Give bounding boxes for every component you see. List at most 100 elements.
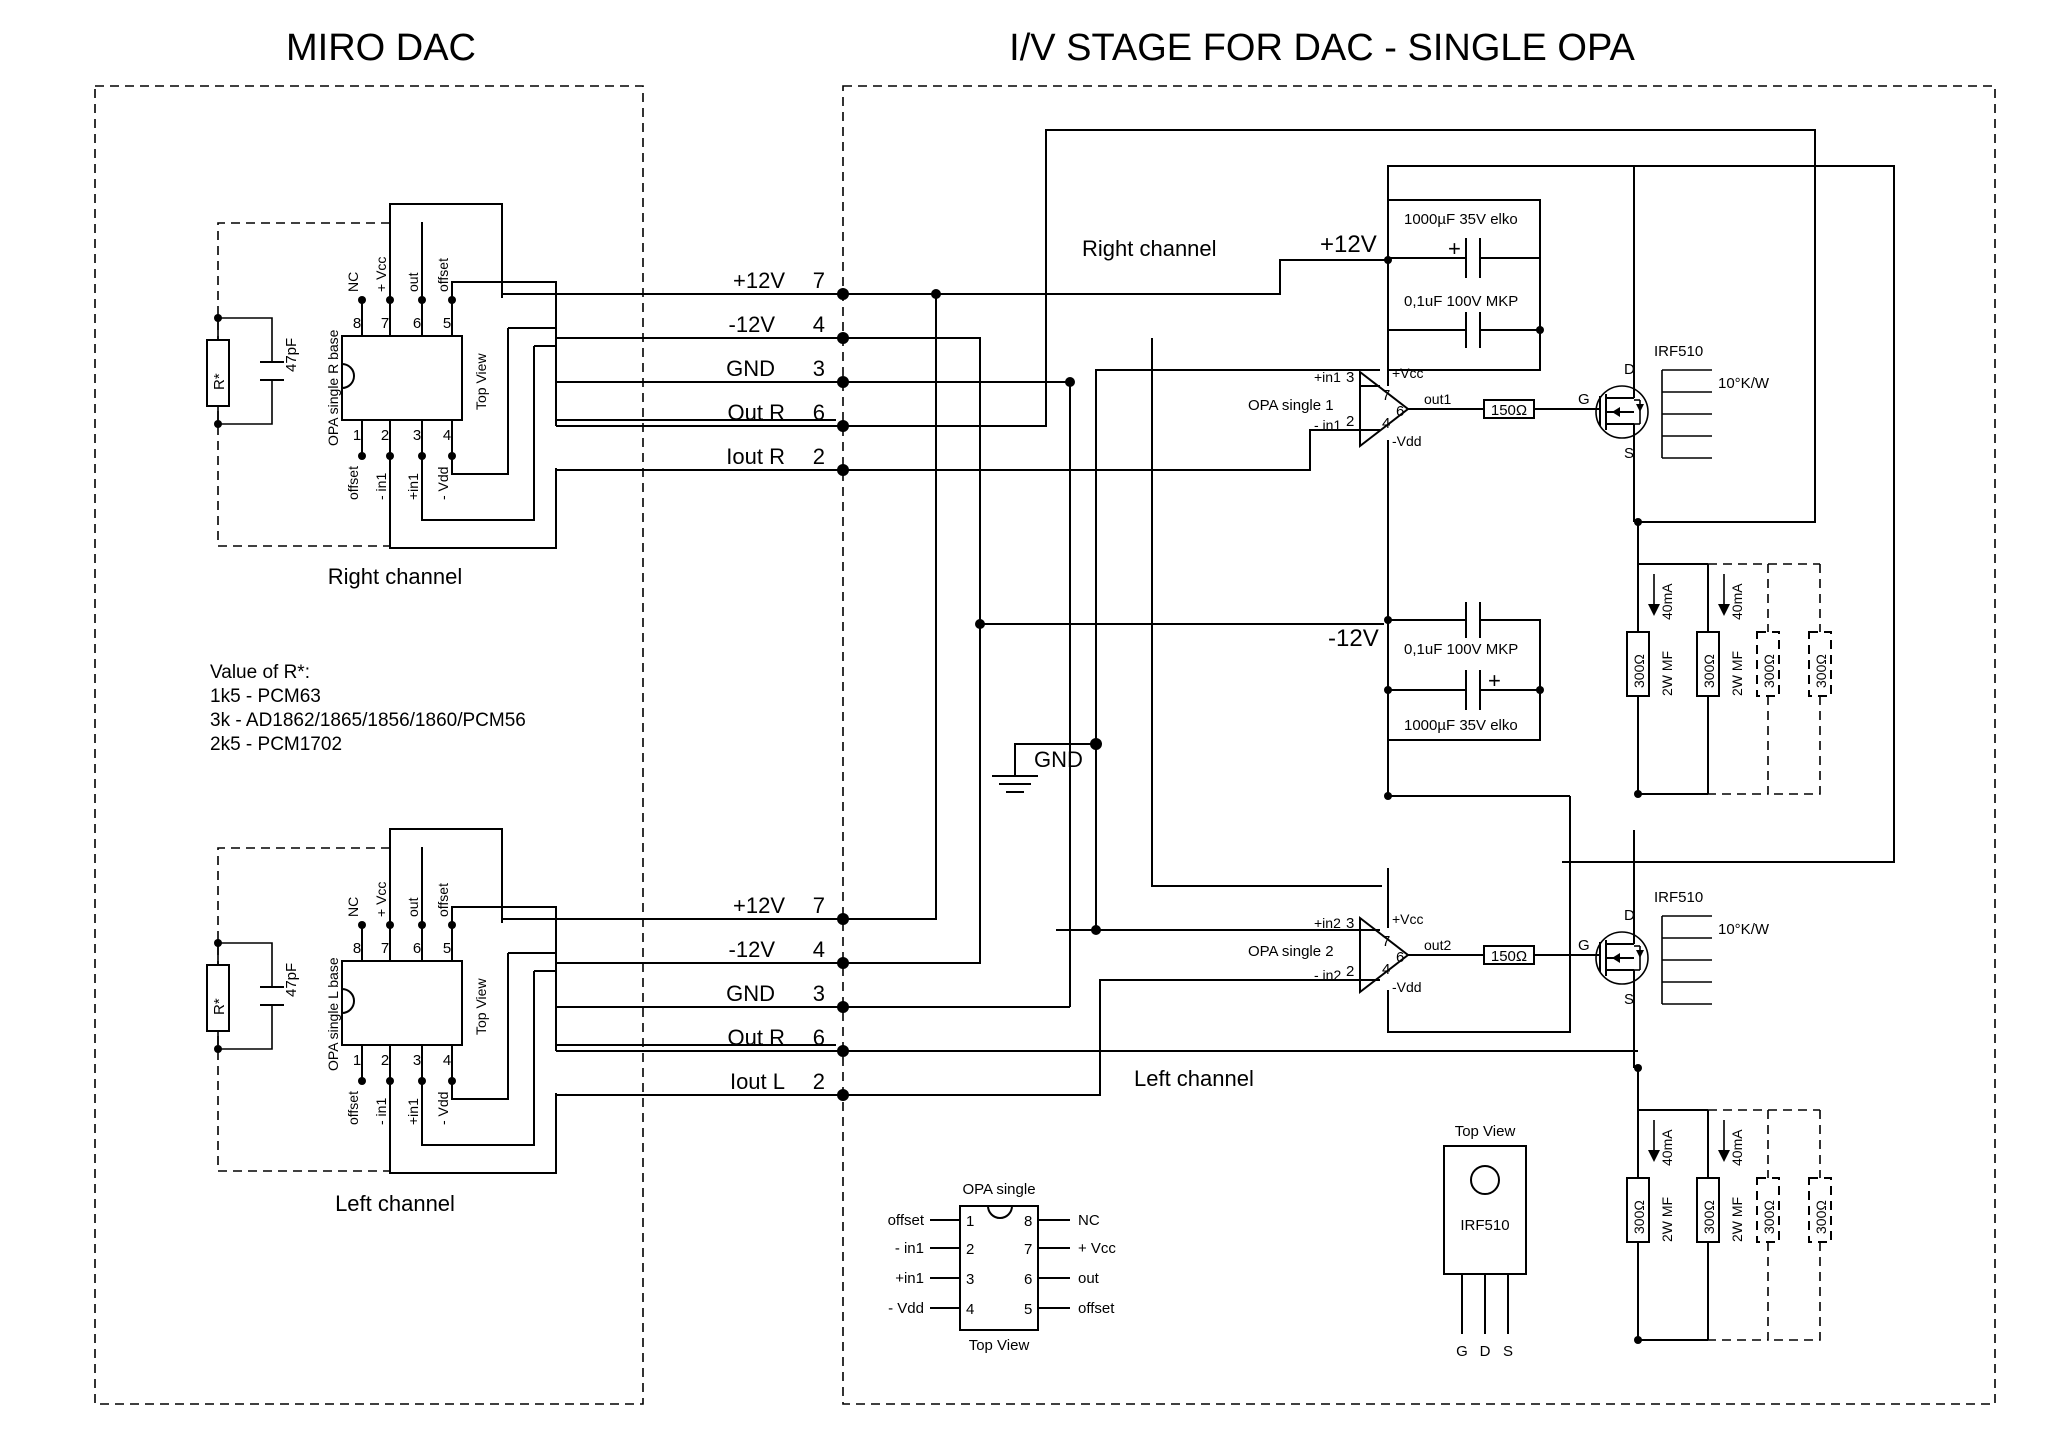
pin-label-offset-1: offset [345,466,361,500]
net-ioutr: Iout R [726,444,785,469]
pin-label-out-l: out [405,897,421,917]
load-ma-1-r: 40mA [1659,583,1675,620]
bus-wiring: GND [843,129,1816,1096]
elko-plus-bottom: + [1488,668,1501,693]
svg-text:8: 8 [353,940,361,957]
pin-s-l: S [1624,991,1634,1008]
pin-label-in-plus-l: +in1 [405,1098,421,1125]
svg-text:1: 1 [353,1052,361,1069]
opa-single-2: 3 7 6 2 4 +in2 - in2 +Vcc -Vdd out2 OPA … [1248,911,1484,995]
minus12-label-iv: -12V [1328,625,1379,652]
opa2-vdd: -Vdd [1392,979,1422,995]
irf510-package-legend: Top View IRF510 G D S [1443,1123,1527,1360]
net-ioutl: Iout L [730,1069,785,1094]
connector-left-labels: +12V 7 -12V 4 GND 3 Out R 6 Iout L 2 [726,893,825,1094]
pin-label-vdd: - Vdd [435,467,451,500]
dac-socket-left-labels: OPA single L base Top View NC + Vcc out … [211,882,489,1216]
r-note-line-1: 1k5 - PCM63 [210,686,321,707]
r-note-line-2: 3k - AD1862/1865/1856/1860/PCM56 [210,710,526,731]
legend-opa-l3: +in1 [895,1270,924,1287]
iv-right-channel-label: Right channel [1082,236,1217,261]
legend-opa-p2: 2 [966,1241,974,1258]
legend-opa-p1: 1 [966,1213,974,1230]
load-r-4-r: 300Ω [1813,654,1829,688]
opa2-pin-4: 4 [1382,961,1390,978]
opa1-name: OPA single 1 [1248,397,1334,414]
pin-label-offset: offset [435,258,451,292]
opa1-pin-2: 2 [1346,413,1354,430]
pin-label-vcc: + Vcc [373,257,389,292]
supply-decoupling: + 1000µF 35V elko 0,1uF 100V MKP +12V + … [1320,165,1895,1033]
pin-4-r: 4 [813,312,825,337]
iv-stage-title: I/V STAGE FOR DAC - SINGLE OPA [1009,27,1635,69]
svg-text:7: 7 [381,315,389,332]
legend-opa-l2: - in1 [895,1240,924,1257]
svg-text:2: 2 [381,427,389,444]
opa2-in-plus: +in2 [1314,915,1341,931]
left-channel-caption: Left channel [335,1191,455,1216]
legend-opa-r7: + Vcc [1078,1240,1116,1257]
cap-47pf-label: 47pF [283,338,300,372]
load-r-2-r: 300Ω [1701,654,1717,688]
net-outr-r: Out R [728,400,785,425]
legend-opa-l1: offset [888,1212,925,1229]
legend-opa-p3: 3 [966,1271,974,1288]
pin-label-nc: NC [345,272,361,292]
svg-text:1: 1 [353,427,361,444]
load-ma-2-r: 40mA [1729,583,1745,620]
pin-label-out: out [405,272,421,292]
opa1-pin-4: 4 [1382,415,1390,432]
svg-text:7: 7 [381,940,389,957]
opa1-in-minus: - in1 [1314,417,1341,433]
legend-opa-r6: out [1078,1270,1100,1287]
connector-right [501,288,849,476]
heatsink-label-r: 10°K/W [1718,375,1770,392]
opa2-vcc: +Vcc [1392,911,1424,927]
opa2-name: OPA single 2 [1248,943,1334,960]
net-gnd-l: GND [726,981,775,1006]
pin-s-r: S [1624,445,1634,462]
elko-plus-top: + [1448,236,1461,261]
svg-text:3: 3 [413,427,421,444]
svg-text:5: 5 [443,940,451,957]
irf-legend-title: Top View [1455,1123,1516,1140]
pin-3-r: 3 [813,356,825,381]
output-stage-right: 150Ω IRF510 10°K/W G D S 300Ω 300Ω 300Ω … [1483,166,1832,799]
opa1-in-plus: +in1 [1314,369,1341,385]
irf-legend-name: IRF510 [1460,1217,1509,1234]
r-star-label: R* [211,373,228,390]
pin-label-offset-1-l: offset [345,1091,361,1125]
opa-single-1: 3 7 6 2 4 +in1 - in1 +Vcc -Vdd out1 OPA … [1248,365,1484,449]
right-channel-caption: Right channel [328,564,463,589]
heatsink-label-l: 10°K/W [1718,921,1770,938]
dac-socket-right-labels: OPA single R base Top View NC + Vcc out … [211,257,489,589]
opa-pinout-legend: OPA single Top View offset - in1 +in1 - … [888,1181,1117,1354]
mosfet-label-r: IRF510 [1654,343,1703,360]
pin-2-r: 2 [813,444,825,469]
gate-res-label-r: 150Ω [1491,402,1527,419]
pin-7-l: 7 [813,893,825,918]
irf-legend-s: S [1503,1343,1513,1360]
svg-text:6: 6 [413,940,421,957]
load-r-4-l: 300Ω [1813,1200,1829,1234]
pin-label-in-minus: - in1 [373,473,389,500]
pin-g-r: G [1578,391,1590,408]
legend-opa-view: Top View [969,1337,1030,1354]
mkp-label-top: 0,1uF 100V MKP [1404,293,1518,310]
gate-res-label-l: 150Ω [1491,948,1527,965]
r-star-label-l: R* [211,998,228,1015]
dac-socket-right: 8 7 6 5 1 2 3 4 [206,203,837,549]
legend-opa-p8: 8 [1024,1213,1032,1230]
legend-opa-p7: 7 [1024,1241,1032,1258]
net-outr-l: Out R [728,1025,785,1050]
dac-socket-left: 8 7 6 5 1 2 3 4 [206,828,837,1174]
opa2-out: out2 [1424,937,1451,953]
svg-text:3: 3 [413,1052,421,1069]
pin-label-vdd-l: - Vdd [435,1092,451,1125]
svg-text:2: 2 [381,1052,389,1069]
r-star-note: Value of R*: 1k5 - PCM63 3k - AD1862/186… [210,662,526,755]
load-r-1-r: 300Ω [1631,654,1647,688]
load-spec-1-r: 2W MF [1659,651,1675,696]
load-r-2-l: 300Ω [1701,1200,1717,1234]
